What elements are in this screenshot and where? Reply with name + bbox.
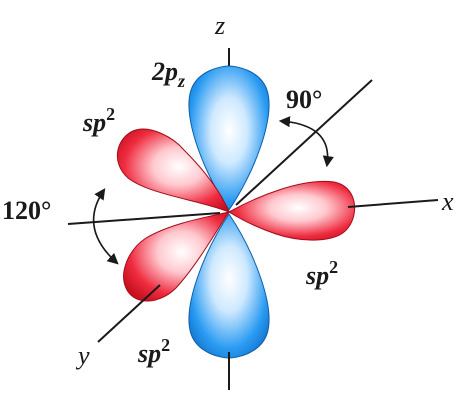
angle-90-label: 90° [286,85,322,114]
pz-label-sub: z [177,71,185,91]
pz-label: 2pz [151,57,185,91]
pz-label-base: 2p [151,57,178,86]
angle-120-arc [92,188,119,265]
pz-orbital-upper-lobe [188,65,270,211]
x-axis-line-right [347,199,439,208]
sp2-lower-base: sp [137,339,161,368]
sp2-lobe-lower-left [123,211,231,302]
sp2-upper-left-base: sp [82,108,106,137]
sp2-upper-left-label: sp2 [82,104,115,137]
y-axis-label: y [75,341,90,370]
sp2-upper-left-sup: 2 [106,104,115,124]
sp2-right-label: sp2 [305,257,338,290]
sp2-right-base: sp [305,261,329,290]
angle-90-arc [278,116,334,168]
sp2-lobe-right [228,180,356,241]
sp2-lobe-upper-left [116,128,230,213]
x-axis-label: x [441,187,454,216]
sp2-right-sup: 2 [329,257,338,277]
sp2-lower-label: sp2 [137,335,170,368]
diagonal-axis-lower [97,284,161,343]
angle-120-label: 120° [2,196,51,225]
z-axis-label: z [214,11,225,40]
sp2-lower-sup: 2 [161,335,170,355]
